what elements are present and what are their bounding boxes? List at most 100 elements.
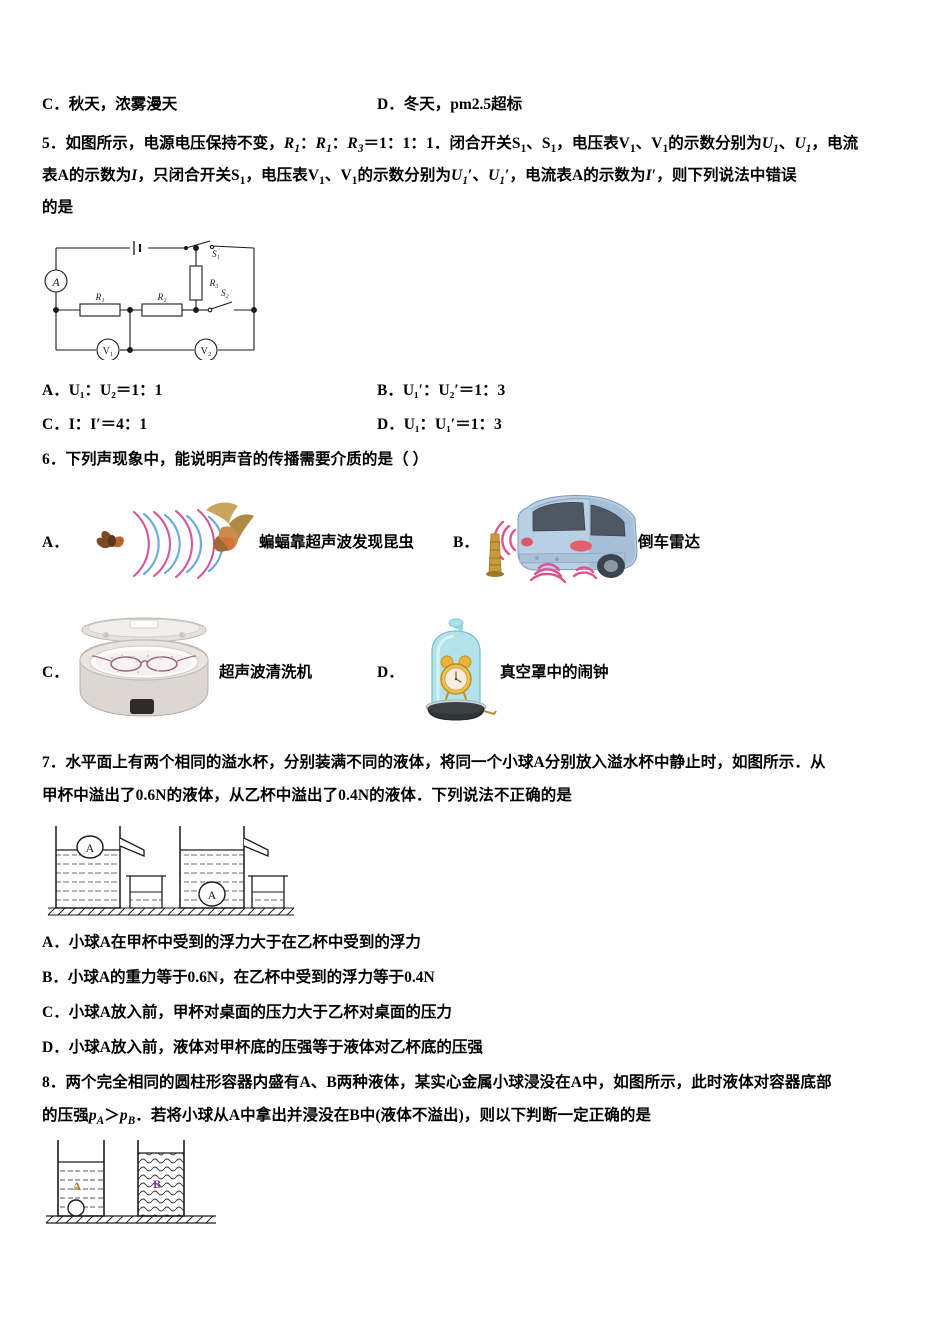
ground-surface (47, 907, 295, 916)
q4-option-d: D．冬天，pm2.5超标 (377, 96, 523, 113)
switch-s2-contact (207, 307, 213, 313)
container-a: A (57, 1140, 105, 1217)
cleaner-bubbles (110, 654, 174, 674)
ammeter-label: A (51, 275, 60, 289)
container-b: B (137, 1140, 185, 1217)
sym-U1b: U1 (794, 135, 812, 156)
q7-option-a[interactable]: A．小球A在甲杯中受到的浮力大于在乙杯中受到的浮力 (42, 934, 421, 951)
voltmeter-v1-label: V₁ (103, 346, 114, 357)
cleaner-hinge-right (179, 632, 185, 638)
car-tail-light-left (521, 537, 533, 547)
q4-option-c: C．秋天，浓雾漫天 (42, 96, 178, 113)
q5-circuit-figure: A R₁ R₂ R₃ S₁ S₂ V₁ V₂ (44, 238, 269, 360)
cup-yi: A (179, 826, 269, 909)
q5-stem-line-2: 表A的示数为I，只闭合开关S1，电压表V1、V1的示数分别为U1′、U1′，电流… (42, 167, 797, 188)
car-rear-window (532, 502, 586, 532)
q8-containers-figure: A B (44, 1140, 219, 1235)
node-r3-bottom (193, 307, 199, 313)
q6-option-b-caption: 倒车雷达 (638, 534, 701, 551)
q5-option-d[interactable]: D．U₁：U₁′＝1：3 (377, 416, 502, 433)
resistor-r1-label: R₁ (94, 293, 104, 303)
bell-jar-alarm-clock-svg (425, 618, 497, 721)
ball-a-jia-label: A (86, 841, 95, 855)
clock-legs (445, 692, 467, 700)
q6-option-d-caption: 真空罩中的闹钟 (500, 664, 609, 681)
container-a-label: A (73, 1179, 82, 1193)
beaker-jia-liquid (130, 892, 162, 908)
cup-yi-spout (243, 837, 269, 857)
car-tail-light-right (570, 540, 592, 552)
q7-stem-line-1: 7．水平面上有两个相同的溢水杯，分别装满不同的液体，将同一个小球A分别放入溢水杯… (42, 754, 826, 771)
sym-I-prime: I (645, 167, 652, 184)
vacuum-base (425, 699, 497, 721)
cleaner-lid-handle (129, 619, 159, 629)
voltmeter-v2-circle (194, 338, 218, 360)
radar-waves-down (529, 563, 598, 584)
q5-option-a[interactable]: A．U₁：U₂＝1：1 (42, 382, 163, 399)
sym-pA: pA (88, 1107, 105, 1128)
sym-R2: R1 (315, 135, 332, 156)
wave-arc-5 (174, 509, 193, 579)
resistor-r2-label: R₂ (156, 293, 167, 303)
sym-U1: U1 (761, 135, 779, 156)
sym-pB: pB (119, 1107, 136, 1128)
car-sensor-2 (555, 557, 559, 561)
q6-option-c-image (66, 614, 221, 724)
q6-stem: 6．下列声现象中，能说明声音的传播需要介质的是（ ） (42, 451, 429, 468)
q8-stem-line-2: 的压强pA＞pB．若将小球从A中拿出并浸没在B中(液体不溢出)，则以下判断一定正… (42, 1107, 652, 1128)
car-shape (517, 495, 638, 578)
q7-option-b[interactable]: B．小球A的重力等于0.6N，在乙杯中受到的浮力等于0.4N (42, 969, 435, 986)
q7-overflow-cups-figure: A A (46, 824, 296, 924)
resistor-r3-label: R₃ (208, 279, 218, 289)
sym-R3: R3 (347, 135, 364, 156)
cleaner-water (96, 650, 192, 676)
switch-s2-label: S₂ (221, 288, 229, 298)
q5-stem-line-3: 的是 (42, 199, 74, 216)
q6-option-b-letter: B． (453, 534, 479, 551)
circuit-diagram-svg: A R₁ R₂ R₃ S₁ S₂ V₁ V₂ (44, 240, 257, 360)
q7-option-d[interactable]: D．小球A放入前，液体对甲杯底的压强等于液体对乙杯底的压强 (42, 1039, 483, 1056)
cleaner-lid (81, 617, 207, 643)
q7-stem-line-2: 甲杯中溢出了0.6N的液体，从乙杯中溢出了0.4N的液体．下列说法不正确的是 (42, 787, 572, 804)
base-top (428, 702, 484, 714)
two-cylinders-svg: A B (45, 1140, 216, 1224)
car-reverse-radar-svg (486, 495, 638, 584)
insect-shape (96, 531, 124, 549)
obstacle-cone (486, 533, 504, 577)
q5-stem-text-a: 5．如图所示，电源电压保持不变， (42, 135, 284, 152)
voltmeter-v1-circle (96, 338, 120, 360)
voltmeter-v2-label: V₂ (201, 346, 212, 357)
wave-arc-4 (163, 513, 181, 575)
switch-s1-pivot (183, 245, 189, 251)
car-sensor-1 (535, 556, 539, 560)
resistor-r1-body (79, 303, 121, 317)
q7-option-c[interactable]: C．小球A放入前，甲杯对桌面的压力大于乙杯对桌面的压力 (42, 1004, 452, 1021)
alarm-clock (440, 655, 472, 700)
ball-a-yi-label: A (208, 888, 217, 902)
q5-stem-line-1: 5．如图所示，电源电压保持不变，R1：R1：R3＝1：1：1．闭合开关S1、S1… (42, 135, 859, 156)
car-bumper (518, 552, 626, 564)
q5-option-c[interactable]: C．I：I′＝4：1 (42, 416, 148, 433)
q6-option-c-caption: 超声波清洗机 (219, 664, 313, 681)
car-side-window (590, 504, 626, 537)
sym-U1-prime: U1 (451, 167, 469, 188)
bat-ultrasound-svg (96, 502, 254, 580)
ball-a-jia (76, 835, 104, 859)
q6-option-a-letter: A． (42, 534, 69, 551)
node-right-mid (251, 307, 257, 313)
bat-shape (206, 502, 254, 552)
container-b-label: B (153, 1177, 161, 1191)
q5-option-b[interactable]: B．U₁′：U₂′＝1：3 (377, 382, 506, 399)
beaker-jia (126, 875, 166, 909)
sym-I: I (131, 167, 138, 184)
sym-U1-prime-b: U1 (488, 167, 506, 188)
overflow-cups-svg: A A (47, 826, 295, 916)
cup-jia-spout (119, 837, 145, 857)
container-b-liquid (138, 1153, 184, 1216)
q6-option-b-image (485, 490, 650, 592)
q8-stem-line-1: 8．两个完全相同的圆柱形容器内盛有A、B两种液体，某实心金属小球浸没在A中，如图… (42, 1074, 832, 1091)
wave-arc-1 (132, 510, 150, 578)
wire-top-right (211, 245, 255, 249)
cleaner-hinge-left (103, 632, 109, 638)
